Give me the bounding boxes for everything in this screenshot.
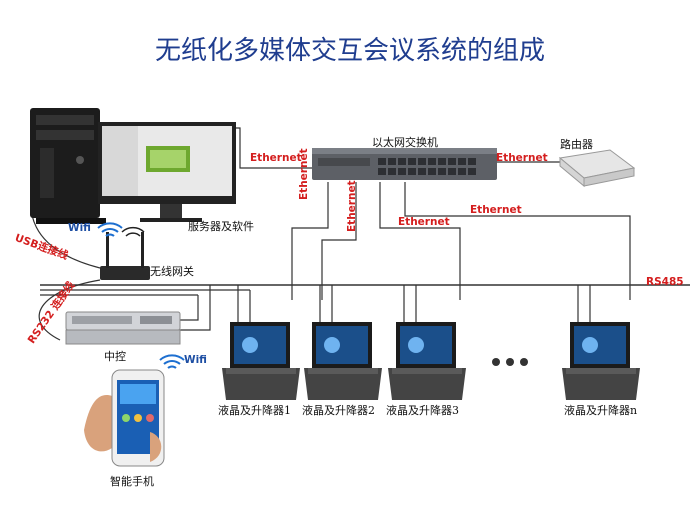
rs232-cable	[38, 279, 101, 341]
controller-label: 中控	[104, 350, 126, 363]
lifter-3-label: 液晶及升降器3	[386, 404, 459, 417]
controller-bus	[180, 295, 199, 321]
ethernet-label-vertical-1: Ethernet	[298, 148, 310, 200]
switch-drop-4	[404, 182, 631, 300]
ethernet-label-h1: Ethernet	[398, 216, 450, 228]
lifter-unit-n	[562, 322, 640, 400]
lifter-2-label: 液晶及升降器2	[302, 404, 375, 417]
more-units-dots	[492, 358, 528, 366]
switch-label: 以太网交换机	[372, 136, 438, 149]
rs485-label: RS485	[646, 276, 684, 288]
wifi-label-top: Wifi	[68, 222, 91, 234]
gateway-label: 无线网关	[150, 265, 194, 278]
lifter-unit-3	[388, 322, 466, 400]
server-monitor	[98, 122, 236, 222]
phone-label: 智能手机	[110, 475, 154, 488]
server-tower	[30, 108, 106, 224]
diagram-title: 无纸化多媒体交互会议系统的组成	[154, 36, 545, 66]
ethernet-label-vertical-2: Ethernet	[346, 180, 358, 232]
switch-drop-1	[291, 182, 329, 300]
ethernet-label-server: Ethernet	[250, 152, 302, 164]
wifi-label-bottom: Wifi	[184, 354, 207, 366]
server-label: 服务器及软件	[188, 220, 254, 233]
controller-bus-2	[180, 285, 211, 331]
lifter-1-label: 液晶及升降器1	[218, 404, 291, 417]
lifter-n-label: 液晶及升降器n	[564, 404, 638, 417]
ethernet-label-router: Ethernet	[496, 152, 548, 164]
smartphone	[84, 369, 165, 467]
wifi-icon	[97, 222, 123, 237]
router	[558, 149, 636, 188]
lifter-unit-1	[222, 322, 300, 400]
lifter-unit-2	[304, 322, 382, 400]
ethernet-label-h2: Ethernet	[470, 204, 522, 216]
ethernet-switch	[312, 148, 497, 180]
wifi-icon-bottom	[159, 354, 185, 369]
wireless-gateway	[100, 226, 150, 280]
central-controller	[65, 311, 181, 345]
router-label: 路由器	[560, 138, 593, 151]
switch-drop-2	[321, 182, 357, 300]
switch-drop-3	[379, 182, 461, 300]
